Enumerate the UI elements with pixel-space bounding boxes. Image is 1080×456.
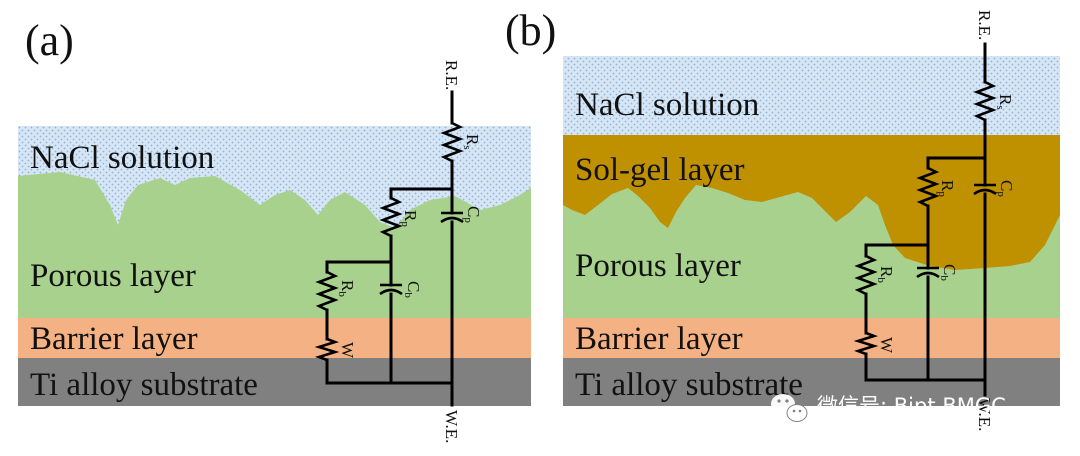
panel-b: (b) NaCl solution Sol-gel layer Porous l… [505,6,1060,431]
panel-b-reference-electrode-label: R.E. [975,10,994,40]
panel-a-solution-label: NaCl solution [30,140,214,176]
panel-b-cb-capacitor [916,266,940,279]
panel-b-solgel-layer [563,135,1060,270]
panel-b-w-element [853,331,879,356]
panel-b-porous-label: Porous layer [575,248,741,284]
panel-b-barrier-label: Barrier layer [575,321,743,357]
panel-b-rp-resistor [916,166,940,208]
panel-b-solution-layer [563,56,1060,146]
panel-b-rp-label: Rp [936,180,957,197]
panel-a-label: (a) [25,16,74,65]
panel-a-barrier-layer [18,318,531,358]
panel-b-rb-resistor [854,254,878,296]
panel-b-cb-label: Cb [938,264,959,281]
panel-b-rs-resistor [973,80,997,122]
panel-a-cb-label: Cb [402,281,423,298]
panel-b-barrier-layer [563,318,1060,358]
panel-b-substrate-layer [563,358,1060,406]
panel-b-substrate-label: Ti alloy substrate [575,367,803,403]
panel-a-rs-resistor [440,121,464,163]
panel-a-circuit: R.E. Rs Cp W.E. Rp Cb Rb W [314,60,483,443]
panel-b-w-label: W [877,337,896,354]
panel-a: (a) NaCl solution Porous layer Barrier l… [18,16,531,443]
panel-a-w-label: W [338,342,357,359]
panel-a-substrate-label: Ti alloy substrate [30,367,258,403]
panel-a-barrier-label: Barrier layer [30,321,198,357]
panel-b-rb-label: Rb [875,266,896,283]
panel-a-rb-resistor [315,270,339,312]
watermark-text: 微信号: Bipt-BMGC [817,394,1006,418]
panel-b-cp-capacitor [973,183,997,196]
panel-a-rs-label: Rs [461,134,482,150]
wechat-icon [771,394,808,422]
panel-b-label: (b) [505,6,556,55]
panel-a-rp-label: Rp [399,210,420,227]
panel-a-rb-label: Rb [336,280,357,297]
panel-a-porous-label: Porous layer [30,258,196,294]
panel-a-w-element [314,337,340,362]
watermark: 微信号: Bipt-BMGC [771,394,1006,422]
panel-b-solgel-label: Sol-gel layer [575,152,745,188]
panel-a-reference-electrode-label: R.E. [442,60,461,90]
panel-b-solution-label: NaCl solution [575,87,759,123]
panel-b-rs-label: Rs [994,94,1015,110]
panel-a-cp-capacitor [440,211,464,224]
panel-a-cb-capacitor [379,283,403,296]
panel-b-working-electrode-label: W.E. [975,398,994,431]
panel-a-cp-label: Cp [462,206,483,223]
panel-a-rp-resistor [379,196,403,238]
panel-a-working-electrode-label: W.E. [442,410,461,443]
panel-a-porous-layer [18,172,531,318]
panel-b-circuit: R.E. Rs Cp W.E. Rp Cb Rb W [853,10,1016,431]
panel-b-cp-label: Cp [995,180,1016,197]
